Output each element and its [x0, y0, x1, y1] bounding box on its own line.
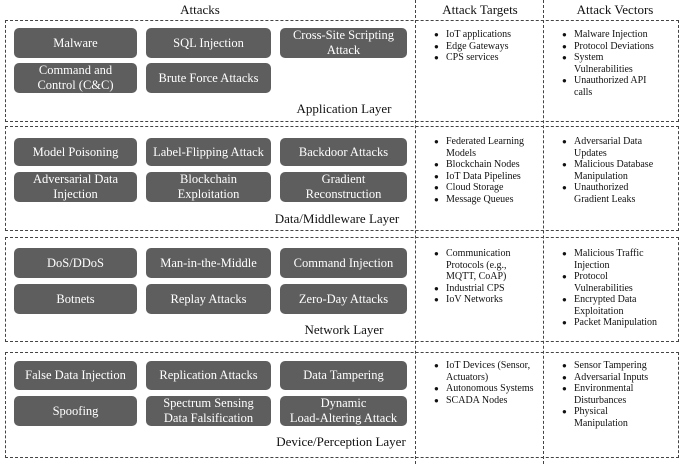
list-item: Federated Learning Models — [434, 136, 556, 159]
list-item: Adversarial Inputs — [562, 372, 685, 384]
attack-dynamic-load-altering: Dynamic Load-Altering Attack — [280, 396, 407, 426]
list-item: IoV Networks — [434, 294, 556, 306]
attack-targets-header: Attack Targets — [442, 2, 518, 17]
list-item: Edge Gateways — [434, 41, 556, 53]
attack-zero-day: Zero-Day Attacks — [280, 284, 407, 314]
data-middleware-layer-title: Data/Middleware Layer — [274, 211, 400, 226]
attack-false-data-injection: False Data Injection — [14, 361, 137, 390]
attack-replication: Replication Attacks — [146, 361, 271, 390]
device-perception-vectors-list: Sensor Tampering Adversarial Inputs Envi… — [560, 360, 685, 429]
list-item: Sensor Tampering — [562, 360, 685, 372]
attack-vectors-header: Attack Vectors — [576, 2, 654, 17]
list-item: IoT applications — [434, 29, 556, 41]
attack-replay: Replay Attacks — [146, 284, 271, 314]
list-item: Protocol Vulnerabilities — [562, 271, 685, 294]
attack-adversarial-data-injection: Adversarial Data Injection — [14, 172, 137, 202]
attack-spoofing: Spoofing — [14, 396, 137, 426]
list-item: IoT Devices (Sensor, Actuators) — [434, 360, 556, 383]
list-item: Unauthorized Gradient Leaks — [562, 182, 685, 205]
list-item: Physical Manipulation — [562, 406, 685, 429]
attack-malware: Malware — [14, 28, 137, 58]
list-item: Unauthorized API calls — [562, 75, 685, 98]
list-item: Packet Manipulation — [562, 317, 685, 329]
network-vectors-list: Malicious Traffic Injection Protocol Vul… — [560, 248, 685, 329]
attack-man-in-the-middle: Man-in-the-Middle — [146, 248, 271, 278]
device-perception-targets-list: IoT Devices (Sensor, Actuators) Autonomo… — [432, 360, 556, 406]
application-layer-title: Application Layer — [296, 101, 392, 116]
list-item: Communication Protocols (e.g., MQTT, CoA… — [434, 248, 556, 283]
list-item: Environmental Disturbances — [562, 383, 685, 406]
attack-sql-injection: SQL Injection — [146, 28, 271, 58]
list-item: Autonomous Systems — [434, 383, 556, 395]
attack-blockchain-exploitation: Blockchain Exploitation — [146, 172, 271, 202]
list-item: Blockchain Nodes — [434, 159, 556, 171]
list-item: CPS services — [434, 52, 556, 64]
list-item: Encrypted Data Exploitation — [562, 294, 685, 317]
list-item: Malicious Database Manipulation — [562, 159, 685, 182]
attack-data-tampering: Data Tampering — [280, 361, 407, 390]
data-middleware-vectors-list: Adversarial Data Updates Malicious Datab… — [560, 136, 685, 205]
list-item: IoT Data Pipelines — [434, 171, 556, 183]
device-perception-layer-title: Device/Perception Layer — [276, 434, 406, 449]
network-targets-list: Communication Protocols (e.g., MQTT, CoA… — [432, 248, 556, 306]
vectors-column-divider — [543, 0, 544, 464]
attacks-header: Attacks — [180, 2, 220, 17]
attack-label-flipping: Label-Flipping Attack — [146, 138, 271, 166]
attack-spectrum-sensing-data-falsification: Spectrum Sensing Data Falsification — [146, 396, 271, 426]
attack-command-and-control: Command and Control (C&C) — [14, 63, 137, 93]
attack-cross-site-scripting: Cross-Site Scripting Attack — [280, 28, 407, 58]
attack-brute-force: Brute Force Attacks — [146, 63, 271, 93]
network-layer-title: Network Layer — [304, 322, 384, 337]
attack-command-injection: Command Injection — [280, 248, 407, 278]
application-targets-list: IoT applications Edge Gateways CPS servi… — [432, 29, 556, 64]
attack-backdoor: Backdoor Attacks — [280, 138, 407, 166]
list-item: System Vulnerabilities — [562, 52, 685, 75]
attack-gradient-reconstruction: Gradient Reconstruction — [280, 172, 407, 202]
list-item: Cloud Storage — [434, 182, 556, 194]
list-item: Protocol Deviations — [562, 41, 685, 53]
list-item: SCADA Nodes — [434, 395, 556, 407]
list-item: Industrial CPS — [434, 283, 556, 295]
attack-model-poisoning: Model Poisoning — [14, 138, 137, 166]
list-item: Message Queues — [434, 194, 556, 206]
attack-dos-ddos: DoS/DDoS — [14, 248, 137, 278]
application-vectors-list: Malware Injection Protocol Deviations Sy… — [560, 29, 685, 98]
targets-column-divider — [415, 0, 416, 464]
attack-botnets: Botnets — [14, 284, 137, 314]
list-item: Adversarial Data Updates — [562, 136, 685, 159]
list-item: Malicious Traffic Injection — [562, 248, 685, 271]
list-item: Malware Injection — [562, 29, 685, 41]
data-middleware-targets-list: Federated Learning Models Blockchain Nod… — [432, 136, 556, 205]
